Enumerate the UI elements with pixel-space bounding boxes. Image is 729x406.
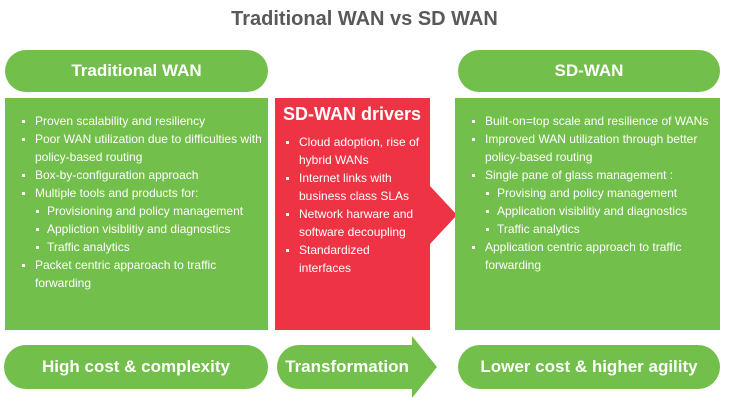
list-item: Network harware and software decoupling <box>283 205 424 241</box>
list-item: Application centric approach to traffic … <box>469 238 714 274</box>
transformation-label: Transformation <box>285 357 409 376</box>
high-cost-label: High cost & complexity <box>4 345 268 389</box>
sd-wan-drivers-box: SD-WAN drivers Cloud adoption, rise of h… <box>275 98 430 330</box>
list-item: Application visiblitiy and diagnostics <box>469 202 714 220</box>
list-item: Box-by-configuration approach <box>19 166 262 184</box>
sd-wan-box: Built-on=top scale and resilience of WAN… <box>455 98 720 330</box>
list-item: Multiple tools and products for: <box>19 184 262 202</box>
list-item: Provisioning and policy management <box>19 202 262 220</box>
list-item: Provising and policy management <box>469 184 714 202</box>
diagram-title: Traditional WAN vs SD WAN <box>231 8 498 30</box>
traditional-wan-header: Traditional WAN <box>5 50 268 92</box>
sd-wan-list: Built-on=top scale and resilience of WAN… <box>469 112 714 274</box>
list-item: Built-on=top scale and resilience of WAN… <box>469 112 714 130</box>
list-item: Proven scalability and resiliency <box>19 112 262 130</box>
sd-wan-header: SD-WAN <box>458 50 720 92</box>
sd-wan-drivers-header: SD-WAN drivers <box>283 104 422 124</box>
lower-cost-label: Lower cost & higher agility <box>458 345 720 389</box>
transformation-arrow <box>277 336 437 398</box>
list-item: Poor WAN utilization due to difficulties… <box>19 130 262 166</box>
list-item: Internet links with business class SLAs <box>283 169 424 205</box>
list-item: Traffic analytics <box>469 220 714 238</box>
list-item: Cloud adoption, rise of hybrid WANs <box>283 133 424 169</box>
list-item: Single pane of glass management : <box>469 166 714 184</box>
list-item: Improved WAN utilization through better … <box>469 130 714 166</box>
list-item: Appliction visiblitiy and diagnostics <box>19 220 262 238</box>
list-item: Standardized interfaces <box>283 241 424 277</box>
list-item: Packet centric apparoach to traffic forw… <box>19 256 262 292</box>
list-item: Traffic analytics <box>19 238 262 256</box>
drivers-arrow-shape <box>275 98 457 330</box>
